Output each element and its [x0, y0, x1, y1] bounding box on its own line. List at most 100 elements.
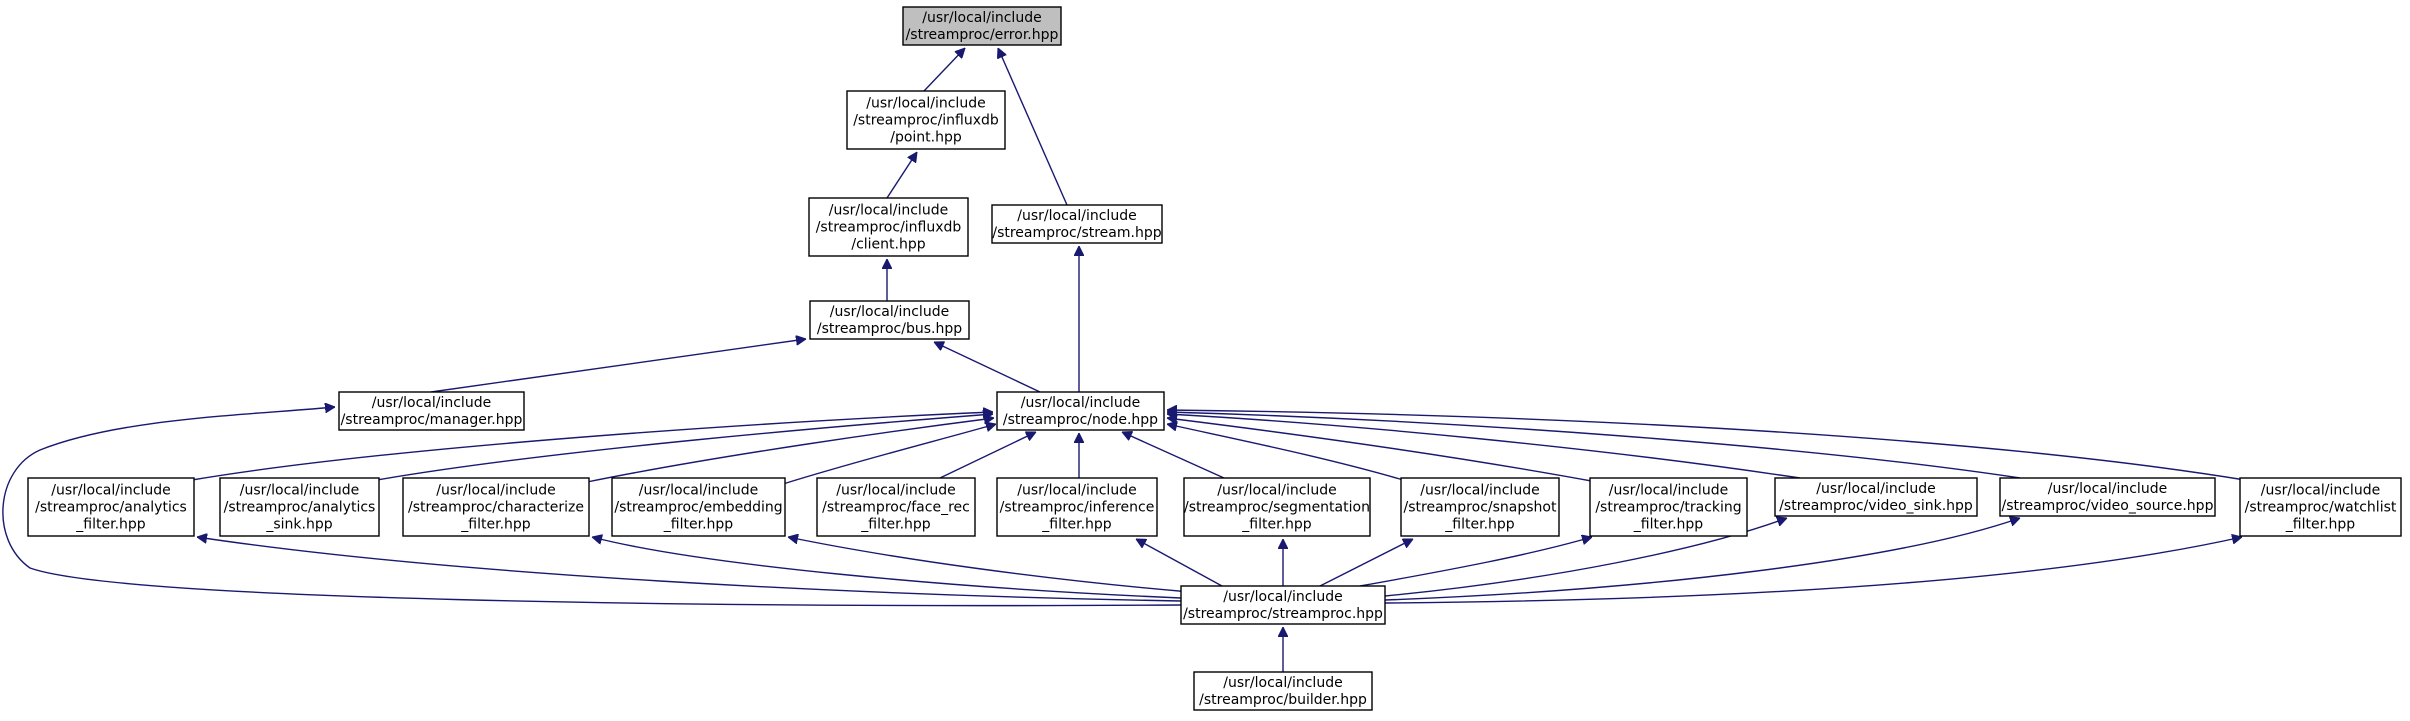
node-inference[interactable]: /usr/local/include/streamproc/inference_…	[996, 477, 1158, 537]
node-box	[338, 391, 525, 431]
node-label-line: /usr/local/include	[240, 483, 359, 499]
node-analytics-filter[interactable]: /usr/local/include/streamproc/analytics_…	[27, 477, 195, 537]
node-point[interactable]: /usr/local/include/streamproc/influxdb/p…	[846, 90, 1006, 150]
edge-streamproc-to-characterize	[592, 537, 1182, 599]
node-label-line: /streamproc/characterize	[408, 500, 584, 516]
node-label-line: /point.hpp	[890, 130, 962, 146]
node-label-line: _filter.hpp	[75, 517, 145, 533]
node-label-line: _sink.hpp	[265, 517, 332, 533]
node-label-line: /usr/local/include	[1816, 481, 1935, 497]
node-bus[interactable]: /usr/local/include/streamproc/bus.hpp	[809, 300, 970, 340]
node-stream[interactable]: /usr/local/include/streamproc/stream.hpp	[991, 204, 1163, 244]
node-face-rec[interactable]: /usr/local/include/streamproc/face_rec_f…	[816, 477, 976, 537]
node-segmentation[interactable]: /usr/local/include/streamproc/segmentati…	[1183, 477, 1371, 537]
node-label-line: /streamproc/video_source.hpp	[2002, 498, 2214, 514]
edge-watchlist-to-node	[1167, 410, 2246, 481]
node-error[interactable]: /usr/local/include/streamproc/error.hpp	[902, 6, 1062, 46]
node-label-line: /client.hpp	[851, 237, 925, 253]
node-box	[219, 477, 380, 537]
edge-tracking-to-node	[1167, 418, 1598, 483]
node-label-line: /usr/local/include	[639, 483, 758, 499]
node-label-line: /streamproc/segmentation	[1184, 500, 1370, 516]
edge-streamproc-to-inference	[1136, 538, 1223, 587]
node-label-line: /streamproc/inference	[1000, 500, 1155, 516]
node-box	[808, 197, 969, 257]
edge-streamproc-to-snapshot	[1319, 538, 1413, 587]
node-box	[816, 477, 976, 537]
node-label-line: /streamproc/watchlist	[2245, 500, 2397, 516]
edge-client-to-point	[886, 152, 917, 199]
edge-face_rec-to-node	[939, 432, 1036, 479]
node-box	[2239, 477, 2402, 537]
edge-analytics_sink-to-node	[376, 414, 993, 481]
node-box	[809, 300, 970, 340]
node-label-line: /usr/local/include	[2048, 481, 2167, 497]
node-label-line: _filter.hpp	[860, 517, 930, 533]
node-streamproc[interactable]: /usr/local/include/streamproc/streamproc…	[1180, 585, 1386, 625]
node-embedding[interactable]: /usr/local/include/streamproc/embedding_…	[611, 477, 786, 537]
node-label-line: /usr/local/include	[436, 483, 555, 499]
edge-streamproc-to-analytics_filter	[197, 537, 1182, 602]
node-label-line: /usr/local/include	[372, 395, 491, 411]
edge-segmentation-to-node	[1122, 432, 1225, 479]
node-label-line: /streamproc/analytics	[224, 500, 376, 516]
edge-streamproc-to-video_sink	[1384, 518, 1787, 597]
edge-streamproc-to-manager	[2, 407, 1182, 607]
node-box	[1400, 477, 1560, 537]
node-box	[1183, 477, 1371, 537]
edge-video_source-to-node	[1167, 412, 2021, 479]
node-label-line: /usr/local/include	[1217, 483, 1336, 499]
node-video-source[interactable]: /usr/local/include/streamproc/video_sour…	[1999, 477, 2216, 517]
edge-point-to-error	[923, 48, 965, 92]
node-label-line: /streamproc/error.hpp	[906, 27, 1059, 43]
node-manager[interactable]: /usr/local/include/streamproc/manager.hp…	[338, 391, 525, 431]
node-label-line: _filter.hpp	[1633, 517, 1703, 533]
node-box	[902, 6, 1062, 46]
node-label-line: /streamproc/builder.hpp	[1199, 692, 1367, 708]
node-label-line: /usr/local/include	[51, 483, 170, 499]
edge-embedding-to-node	[782, 424, 996, 485]
node-node[interactable]: /usr/local/include/streamproc/node.hpp	[996, 391, 1165, 431]
node-builder[interactable]: /usr/local/include/streamproc/builder.hp…	[1193, 671, 1373, 711]
node-label-line: /usr/local/include	[1223, 675, 1342, 691]
node-client[interactable]: /usr/local/include/streamproc/influxdb/c…	[808, 197, 969, 257]
node-tracking[interactable]: /usr/local/include/streamproc/tracking_f…	[1589, 477, 1748, 537]
node-label-line: /usr/local/include	[2261, 483, 2380, 499]
edge-streamproc-to-watchlist	[1384, 537, 2242, 604]
node-analytics-sink[interactable]: /usr/local/include/streamproc/analytics_…	[219, 477, 380, 537]
node-characterize[interactable]: /usr/local/include/streamproc/characteri…	[402, 477, 590, 537]
node-label-line: /usr/local/include	[830, 304, 949, 320]
node-label-line: /usr/local/include	[1420, 483, 1539, 499]
node-box	[991, 204, 1163, 244]
node-label-line: /streamproc/analytics	[35, 500, 187, 516]
node-label-line: _filter.hpp	[2285, 517, 2355, 533]
node-label-line: /usr/local/include	[1223, 589, 1342, 605]
node-box	[402, 477, 590, 537]
edge-manager-to-bus	[430, 339, 806, 393]
node-label-line: /usr/local/include	[1609, 483, 1728, 499]
node-video-sink[interactable]: /usr/local/include/streamproc/video_sink…	[1774, 477, 1978, 517]
edge-stream-to-error	[998, 48, 1068, 206]
node-label-line: /streamproc/influxdb	[853, 113, 999, 129]
node-label-line: /usr/local/include	[922, 10, 1041, 26]
node-label-line: /streamproc/stream.hpp	[992, 225, 1161, 241]
node-box	[1774, 477, 1978, 517]
node-watchlist[interactable]: /usr/local/include/streamproc/watchlist_…	[2239, 477, 2402, 537]
node-label-line: /usr/local/include	[1017, 208, 1136, 224]
node-label-line: /usr/local/include	[1017, 483, 1136, 499]
node-box	[611, 477, 786, 537]
node-label-line: _filter.hpp	[1041, 517, 1111, 533]
edge-streamproc-to-tracking	[1359, 537, 1592, 587]
node-label-line: /streamproc/tracking	[1595, 500, 1741, 516]
node-label-line: _filter.hpp	[1241, 517, 1311, 533]
node-box	[1180, 585, 1386, 625]
node-label-line: /usr/local/include	[1021, 395, 1140, 411]
node-box	[1589, 477, 1748, 537]
node-box	[27, 477, 195, 537]
node-box	[1193, 671, 1373, 711]
node-label-line: /streamproc/manager.hpp	[341, 412, 523, 428]
node-snapshot[interactable]: /usr/local/include/streamproc/snapshot_f…	[1400, 477, 1560, 537]
node-label-line: /streamproc/embedding	[614, 500, 782, 516]
node-label-line: /streamproc/influxdb	[816, 220, 962, 236]
